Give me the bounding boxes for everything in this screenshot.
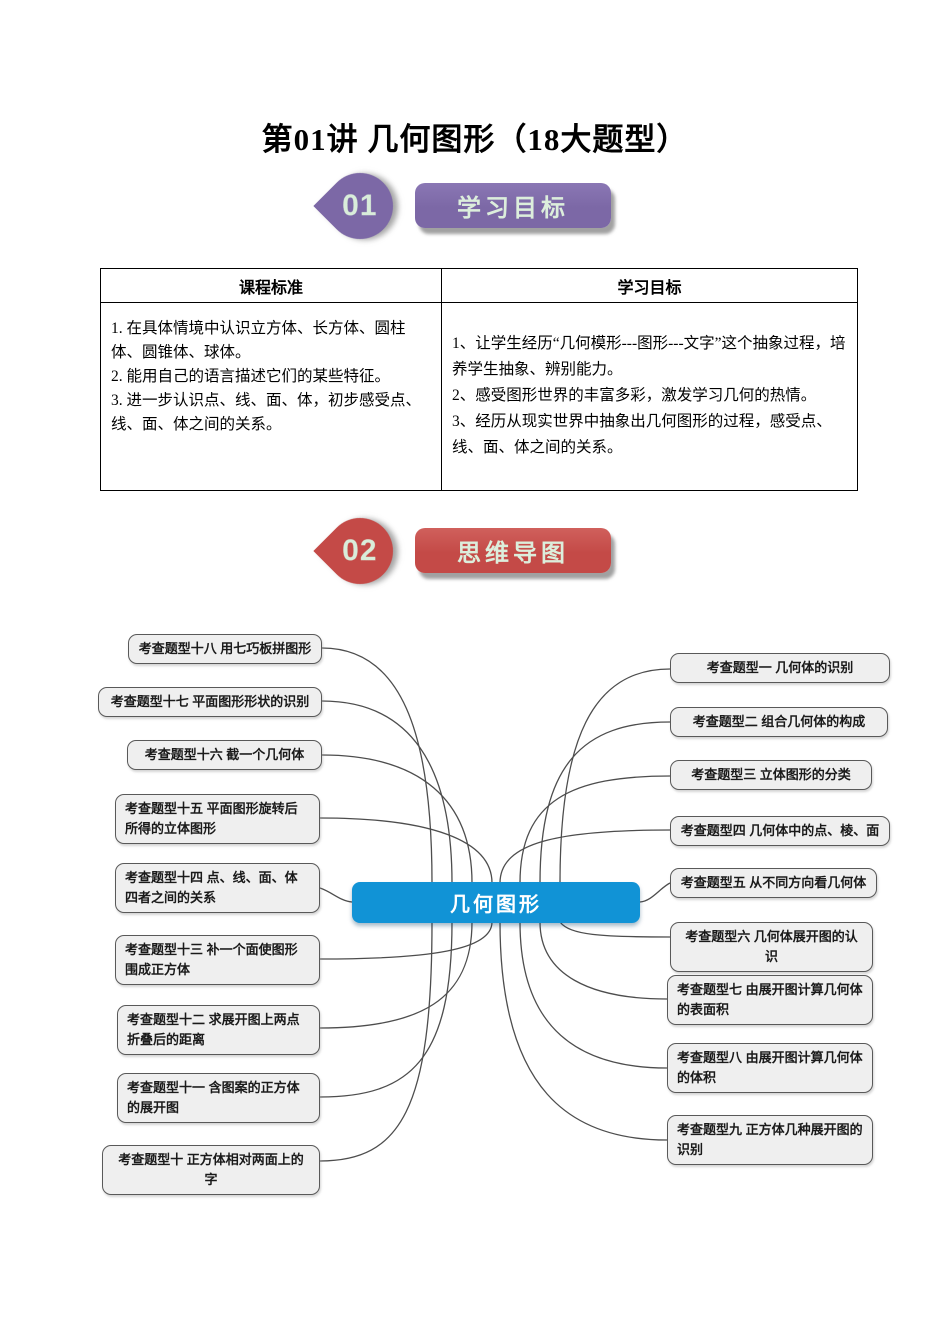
mindmap-node: 考查题型十六 截一个几何体 [127, 740, 322, 770]
standards-item: 3. 进一步认识点、线、面、体，初步感受点、线、面、体之间的关系。 [111, 392, 422, 433]
mindmap-node: 考查题型十八 用七巧板拼图形 [128, 634, 322, 664]
section-number: 02 [342, 534, 378, 567]
table-header-row: 课程标准 学习目标 [100, 268, 858, 303]
mindmap-node: 考查题型十三 补一个面使图形围成正方体 [115, 935, 320, 985]
section-number: 01 [342, 189, 378, 222]
table-body-row: 1. 在具体情境中认识立方体、长方体、圆柱体、圆锥体、球体。 2. 能用自己的语… [100, 302, 858, 491]
goals-item: 2、感受图形世界的丰富多彩，激发学习几何的热情。 [452, 387, 817, 404]
mindmap-node: 考查题型一 几何体的识别 [670, 653, 890, 683]
mindmap-node: 考查题型八 由展开图计算几何体的体积 [667, 1043, 873, 1093]
mindmap-node: 考查题型九 正方体几种展开图的识别 [667, 1115, 873, 1165]
mindmap-node: 考查题型十一 含图案的正方体的展开图 [117, 1073, 320, 1123]
mindmap-node: 考查题型六 几何体展开图的认识 [670, 922, 873, 972]
mindmap-node: 考查题型十四 点、线、面、体四者之间的关系 [115, 863, 320, 913]
mindmap-node: 考查题型四 几何体中的点、棱、面 [670, 816, 890, 846]
section-heading: 学习目标 [457, 195, 569, 222]
section-number-badge: 01 [313, 159, 407, 253]
mindmap-node: 考查题型五 从不同方向看几何体 [670, 868, 877, 898]
page-title: 第01讲 几何图形（18大题型） [261, 122, 689, 157]
mindmap-node: 考查题型十二 求展开图上两点折叠后的距离 [117, 1005, 320, 1055]
mindmap-center-node: 几何图形 [352, 882, 640, 923]
goals-item: 3、经历从现实世界中抽象出几何图形的过程，感受点、线、面、体之间的关系。 [452, 413, 832, 456]
mindmap-node: 考查题型二 组合几何体的构成 [670, 707, 888, 737]
column-header-goals: 学习目标 [441, 268, 858, 303]
section-number-badge: 02 [313, 504, 407, 598]
mindmap-node: 考查题型十 正方体相对两面上的字 [102, 1145, 320, 1195]
goals-cell: 1、让学生经历“几何模形---图形---文字”这个抽象过程，培养学生抽象、辨别能… [441, 302, 858, 491]
standards-cell: 1. 在具体情境中认识立方体、长方体、圆柱体、圆锥体、球体。 2. 能用自己的语… [100, 302, 442, 491]
mindmap-node: 考查题型十五 平面图形旋转后所得的立体图形 [115, 794, 320, 844]
section-2-header: 02 思维导图 [313, 504, 627, 598]
standards-item: 1. 在具体情境中认识立方体、长方体、圆柱体、圆锥体、球体。 [111, 320, 406, 361]
section-1-header: 01 学习目标 [313, 159, 627, 253]
mindmap-connector-lines [319, 647, 671, 1162]
standards-item: 2. 能用自己的语言描述它们的某些特征。 [111, 368, 391, 385]
section-heading-plate: 学习目标 [415, 183, 611, 228]
section-heading-plate: 思维导图 [415, 528, 611, 573]
goals-item: 1、让学生经历“几何模形---图形---文字”这个抽象过程，培养学生抽象、辨别能… [452, 335, 846, 378]
column-header-standards: 课程标准 [100, 268, 442, 303]
mindmap-node: 考查题型七 由展开图计算几何体的表面积 [667, 975, 873, 1025]
mindmap-node: 考查题型十七 平面图形形状的识别 [98, 687, 322, 717]
mindmap-node: 考查题型三 立体图形的分类 [670, 760, 872, 790]
section-heading: 思维导图 [457, 540, 569, 567]
objectives-table: 课程标准 学习目标 1. 在具体情境中认识立方体、长方体、圆柱体、圆锥体、球体。… [100, 268, 858, 491]
